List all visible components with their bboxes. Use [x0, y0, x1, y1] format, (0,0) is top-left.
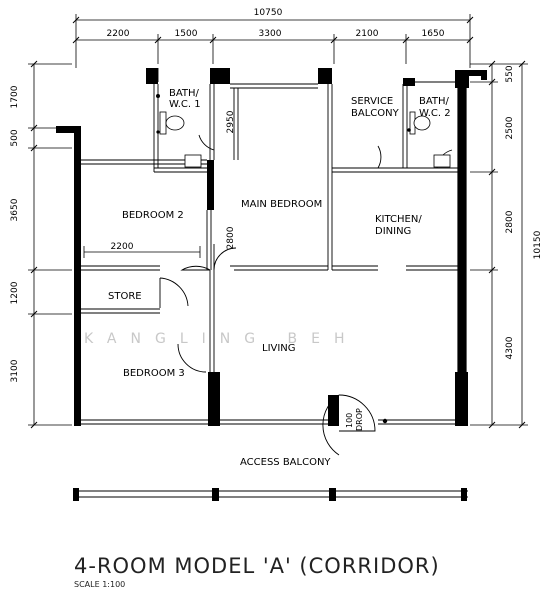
- label-drop-1: 100: [345, 413, 354, 428]
- label-kitchen-line1: KITCHEN/: [375, 214, 422, 225]
- watermark: KANGLING BEH: [84, 331, 359, 347]
- dim-left-3: 3650: [10, 198, 20, 221]
- dim-right-total: 10150: [533, 230, 543, 259]
- dim-right-3: 2800: [505, 210, 515, 233]
- dim-top-2: 1500: [175, 29, 198, 39]
- dim-top-total: 10750: [254, 8, 283, 18]
- dim-inner-v1: 2950: [226, 110, 236, 133]
- label-drop-2: DROP: [355, 408, 364, 431]
- dim-left-4: 1200: [10, 281, 20, 304]
- left-dimensions: 1700 500 3650 1200 3100: [10, 60, 72, 429]
- dim-right-2: 2500: [505, 116, 515, 139]
- label-living: LIVING: [262, 343, 296, 354]
- doors: [159, 134, 453, 456]
- walls: [56, 68, 487, 426]
- right-dimensions: 550 2500 2800 4300 10150: [470, 60, 543, 429]
- dim-inner-v2: 2800: [226, 226, 236, 249]
- label-service-balcony-line2: BALCONY: [351, 108, 400, 119]
- plan-title: 4-ROOM MODEL 'A' (CORRIDOR): [74, 554, 440, 578]
- room-labels: BATH/ W.C. 1 SERVICE BALCONY BATH/ W.C. …: [108, 88, 451, 468]
- label-access-balcony: ACCESS BALCONY: [240, 457, 331, 468]
- corridor-railing: [73, 488, 468, 501]
- scale-label: SCALE 1:100: [74, 580, 125, 589]
- label-bath1-line2: W.C. 1: [169, 99, 201, 110]
- label-bath1-line1: BATH/: [169, 88, 200, 99]
- top-dimensions: 10750 2200 1500 3300 2100 1650: [72, 8, 474, 68]
- dim-top-5: 1650: [422, 29, 445, 39]
- label-store: STORE: [108, 291, 142, 302]
- dim-inner-h: 2200: [111, 242, 134, 252]
- dim-top-4: 2100: [356, 29, 379, 39]
- fixtures: [156, 94, 451, 424]
- dim-top-3: 3300: [259, 29, 282, 39]
- dim-left-2: 500: [10, 129, 20, 146]
- label-service-balcony-line1: SERVICE: [351, 96, 393, 107]
- dim-left-1: 1700: [10, 85, 20, 108]
- label-bath2-line1: BATH/: [419, 96, 450, 107]
- label-bath2-line2: W.C. 2: [419, 108, 451, 119]
- dim-left-5: 3100: [10, 359, 20, 382]
- label-main-bedroom: MAIN BEDROOM: [241, 199, 322, 210]
- dim-right-4: 4300: [505, 336, 515, 359]
- label-bedroom3: BEDROOM 3: [123, 368, 185, 379]
- label-kitchen-line2: DINING: [375, 226, 411, 237]
- dim-right-1: 550: [505, 65, 515, 82]
- label-bedroom2: BEDROOM 2: [122, 210, 184, 221]
- dim-top-1: 2200: [107, 29, 130, 39]
